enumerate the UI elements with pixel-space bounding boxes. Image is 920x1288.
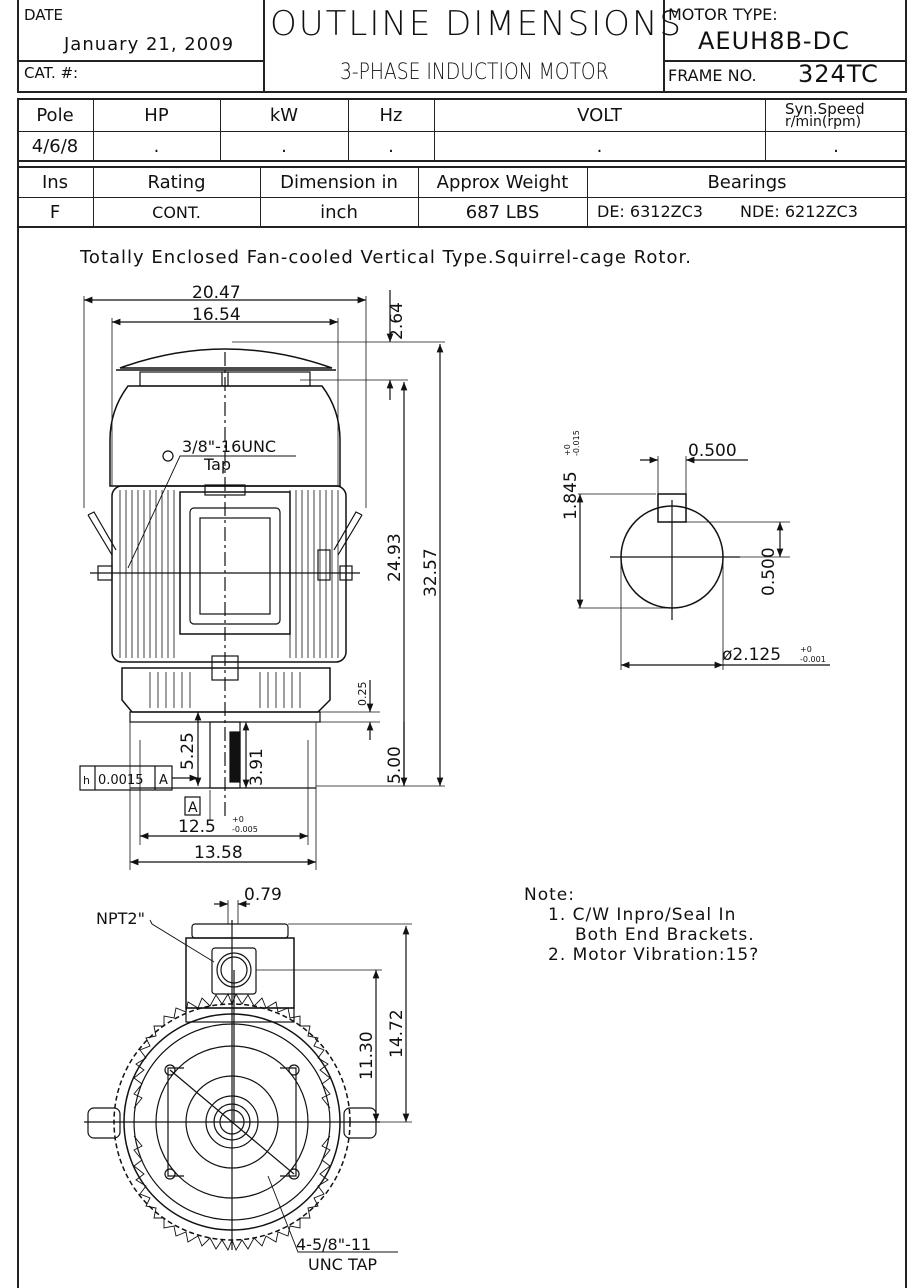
val-pole: 4/6/8: [31, 135, 79, 157]
dim-32-57: 32.57: [421, 548, 441, 597]
val-kw: .: [281, 135, 287, 157]
dim-key-depth: 0.500: [759, 547, 779, 596]
frame-label: FRAME NO.: [668, 66, 757, 85]
dim-12-5: 12.5: [178, 817, 216, 837]
dim-5-25: 5.25: [178, 732, 198, 770]
dim-14-72: 14.72: [387, 1009, 407, 1058]
dim-shaft-height-tol-bot: -0.015: [572, 430, 581, 456]
note-line-1: 1. C/W Inpro/Seal In: [548, 905, 737, 925]
dim-shaft-height: 1.845: [561, 471, 581, 520]
dim-2-64: 2.64: [387, 302, 407, 340]
dim-20-47: 20.47: [192, 283, 241, 303]
dim-0-25: 0.25: [356, 682, 369, 707]
page-title: OUTLINE DIMENSIONS: [270, 4, 683, 44]
title-block: [17, 0, 907, 93]
dim-24-93: 24.93: [385, 533, 405, 582]
fin-teeth: [133, 992, 331, 1252]
dim-shaft-height-tol-top: +0: [563, 444, 572, 456]
val-weight: 687 LBS: [465, 202, 540, 223]
val-volt: .: [596, 135, 603, 157]
val-hz: .: [388, 135, 394, 157]
cat-label: CAT. #:: [24, 64, 79, 82]
col-ins: Ins: [41, 171, 69, 193]
plan-view: [84, 900, 412, 1253]
tap-label: 3/8"-16UNC: [182, 437, 276, 456]
dim-shaft-dia-tol-top: +0: [800, 645, 812, 654]
col-bearings: Bearings: [707, 171, 787, 193]
col-pole: Pole: [36, 105, 74, 126]
dim-5-00: 5.00: [385, 746, 405, 784]
shaft-end-view: [576, 456, 830, 670]
dim-12-5-tol-top: +0: [232, 815, 244, 824]
col-dimension: Dimension in: [280, 171, 398, 193]
col-kw: kW: [269, 105, 299, 126]
val-dimension: inch: [320, 202, 358, 223]
date-label: DATE: [24, 6, 64, 24]
val-ins: F: [49, 202, 61, 223]
npt-label: NPT2": [96, 909, 145, 928]
tol-box-ref: A: [159, 773, 168, 788]
page-subtitle: 3-PHASE INDUCTION MOTOR: [340, 60, 609, 85]
note-line-3: 2. Motor Vibration:15?: [548, 945, 760, 965]
dim-key-width: 0.500: [688, 441, 737, 461]
frame-value: 324TC: [798, 60, 879, 88]
dim-3-91: 3.91: [247, 748, 267, 786]
dim-shaft-dia-tol-bot: -0.001: [800, 655, 826, 664]
unc-tap-label-2: UNC TAP: [308, 1255, 377, 1274]
col-volt: VOLT: [577, 105, 622, 126]
spec-table: [17, 98, 907, 228]
dim-0-79: 0.79: [244, 885, 282, 905]
dim-12-5-tol-bot: -0.005: [232, 825, 258, 834]
tol-box-symbol: h: [83, 774, 90, 787]
col-syn-speed: Syn.Speed: [785, 100, 865, 118]
motor-type-value: AEUH8B-DC: [698, 27, 850, 55]
col-rating: Rating: [147, 171, 206, 193]
col-hp: HP: [144, 105, 169, 126]
dim-11-30: 11.30: [357, 1031, 377, 1080]
notes-title: Note:: [524, 885, 575, 905]
front-view: [87, 348, 363, 820]
tap-sub: Tap: [203, 455, 231, 474]
dim-13-58: 13.58: [194, 843, 243, 863]
unc-tap-label-1: 4-5/8"-11: [296, 1235, 371, 1254]
motor-type-label: MOTOR TYPE:: [668, 5, 778, 24]
val-bearing-nde: NDE: 6212ZC3: [740, 202, 858, 221]
val-syn-speed: .: [833, 135, 839, 157]
date-value: January 21, 2009: [64, 34, 235, 55]
val-bearing-de: DE: 6312ZC3: [597, 202, 703, 221]
dim-16-54: 16.54: [192, 305, 241, 325]
col-weight: Approx Weight: [436, 171, 569, 193]
motor-description: Totally Enclosed Fan-cooled Vertical Typ…: [80, 247, 692, 268]
drawing-frame: [17, 228, 907, 1288]
datum-label: A: [188, 800, 198, 816]
val-hp: .: [153, 135, 160, 157]
val-rating: CONT.: [152, 203, 201, 222]
col-hz: Hz: [379, 105, 403, 126]
dim-shaft-dia: ø2.125: [722, 645, 781, 665]
tol-box-value: 0.0015: [98, 773, 144, 788]
note-line-2: Both End Brackets.: [575, 925, 755, 945]
col-syn-speed-unit: r/min(rpm): [785, 114, 862, 130]
